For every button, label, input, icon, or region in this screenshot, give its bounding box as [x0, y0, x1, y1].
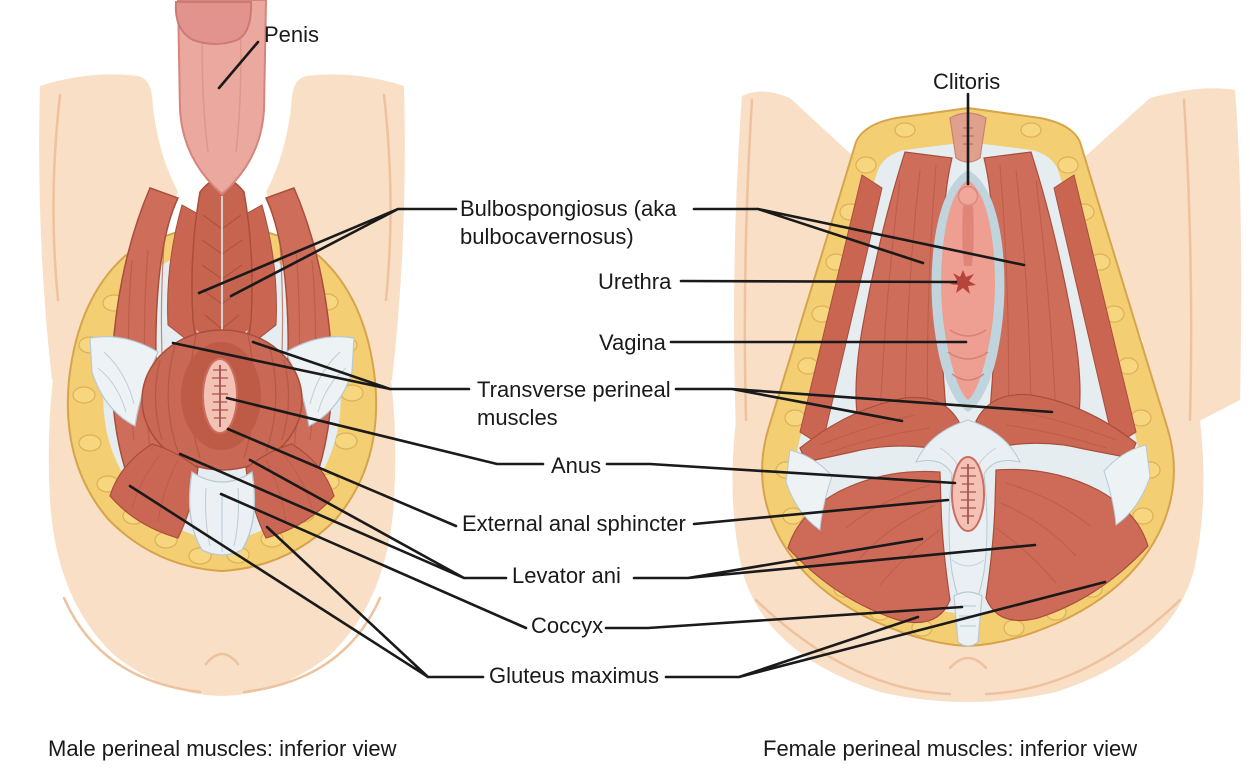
male-anus-seam: [212, 365, 228, 427]
female-figure: [732, 88, 1242, 702]
label-coccyx: Coccyx: [531, 613, 604, 638]
label-bulbospongiosus: Bulbospongiosus (aka bulbocavernosus): [460, 196, 677, 249]
female-fascia-right: [1103, 444, 1151, 526]
leader-levator-male: [178, 452, 508, 580]
leader-coccyx-male: [219, 492, 528, 630]
leader-sphincter-male: [226, 427, 458, 528]
caption-female: Female perineal muscles: inferior view: [763, 736, 1138, 761]
male-coccyx-fibers: [205, 487, 239, 552]
label-transverse-perineal: Transverse perineal muscles: [477, 377, 671, 430]
leader-urethra: [679, 279, 958, 284]
leader-gluteus-male: [128, 484, 485, 679]
female-left-thigh: [734, 91, 868, 433]
label-anus: Anus: [551, 453, 602, 478]
female-urethral-opening: [950, 270, 976, 294]
male-levator-fibers: [131, 454, 313, 523]
female-levator-ani-right: [985, 468, 1149, 622]
label-clitoris: Clitoris: [933, 69, 1001, 94]
male-figure: [39, 0, 405, 696]
label-external-anal-sphincter: External anal sphincter: [462, 511, 686, 536]
leader-penis: [217, 40, 260, 90]
leader-lines: [128, 40, 1107, 679]
leader-bulbospongiosus-female: [692, 207, 1026, 267]
leader-transverse-female: [674, 387, 1054, 423]
leader-sphincter-female: [692, 498, 950, 526]
female-levator-fibers: [845, 482, 1091, 586]
female-transverse-fibers: [819, 411, 1117, 453]
female-anus-seam: [960, 464, 976, 524]
label-urethra: Urethra: [598, 269, 672, 294]
female-skin-creases: [743, 98, 1193, 696]
leader-anus-male: [225, 396, 545, 466]
leader-gluteus-female: [664, 580, 1107, 679]
female-transverse-perineal-left: [799, 396, 961, 463]
male-penis-shaft: [176, 0, 268, 196]
label-gluteus-maximus: Gluteus maximus: [489, 663, 659, 688]
label-penis: Penis: [264, 22, 320, 47]
leader-levator-female: [632, 537, 1037, 580]
leader-coccyx-female: [604, 605, 964, 630]
female-vestibule-ridge: [962, 206, 974, 266]
male-skin-creases: [52, 93, 392, 694]
female-vaginal-folds: [947, 329, 989, 381]
leader-anus-female: [605, 462, 957, 485]
leader-transverse-male: [171, 340, 471, 391]
label-levator-ani: Levator ani: [512, 563, 621, 588]
label-vagina: Vagina: [599, 330, 666, 355]
female-right-thigh: [1068, 88, 1242, 432]
caption-male: Male perineal muscles: inferior view: [48, 736, 397, 761]
leader-bulbospongiosus-male: [197, 207, 458, 298]
female-fascia-left: [785, 449, 833, 531]
male-penis-glans: [174, 1, 253, 45]
female-clitoris-glans: [957, 185, 979, 207]
